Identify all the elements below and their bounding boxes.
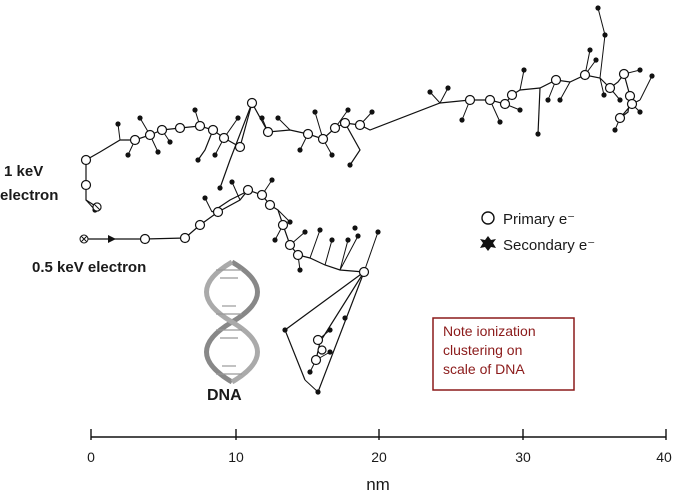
tick-10: 10 bbox=[228, 449, 244, 465]
filled-dot-secondary-icon bbox=[480, 236, 496, 251]
label-1kev-line1: 1 keV bbox=[4, 163, 43, 180]
note-line2: clustering on bbox=[443, 342, 522, 358]
arrow-05kev-icon bbox=[108, 235, 116, 243]
legend-secondary: Secondary e⁻ bbox=[503, 237, 595, 254]
legend: Primary e⁻ Secondary e⁻ bbox=[480, 211, 595, 254]
label-05kev: 0.5 keV electron bbox=[32, 259, 146, 276]
note-line3: scale of DNA bbox=[443, 361, 525, 377]
primary-circles bbox=[80, 68, 638, 366]
open-circle-primary-icon bbox=[481, 211, 495, 225]
axis-label: nm bbox=[366, 475, 390, 494]
secondary-branches bbox=[85, 34, 653, 393]
label-dna: DNA bbox=[207, 387, 242, 404]
dna-helix-icon bbox=[204, 259, 260, 385]
tick-0: 0 bbox=[87, 449, 95, 465]
track-05kev bbox=[84, 189, 365, 393]
tick-20: 20 bbox=[371, 449, 387, 465]
scale-axis bbox=[90, 429, 667, 440]
tick-40: 40 bbox=[656, 449, 672, 465]
note-line1: Note ionization bbox=[443, 323, 536, 339]
note-box: Note ionization clustering on scale of D… bbox=[432, 317, 575, 391]
secondary-dots bbox=[92, 5, 655, 395]
start-marker-icons bbox=[79, 202, 102, 244]
tick-30: 30 bbox=[515, 449, 531, 465]
legend-primary: Primary e⁻ bbox=[503, 211, 575, 228]
label-1kev-line2: electron bbox=[0, 187, 58, 204]
